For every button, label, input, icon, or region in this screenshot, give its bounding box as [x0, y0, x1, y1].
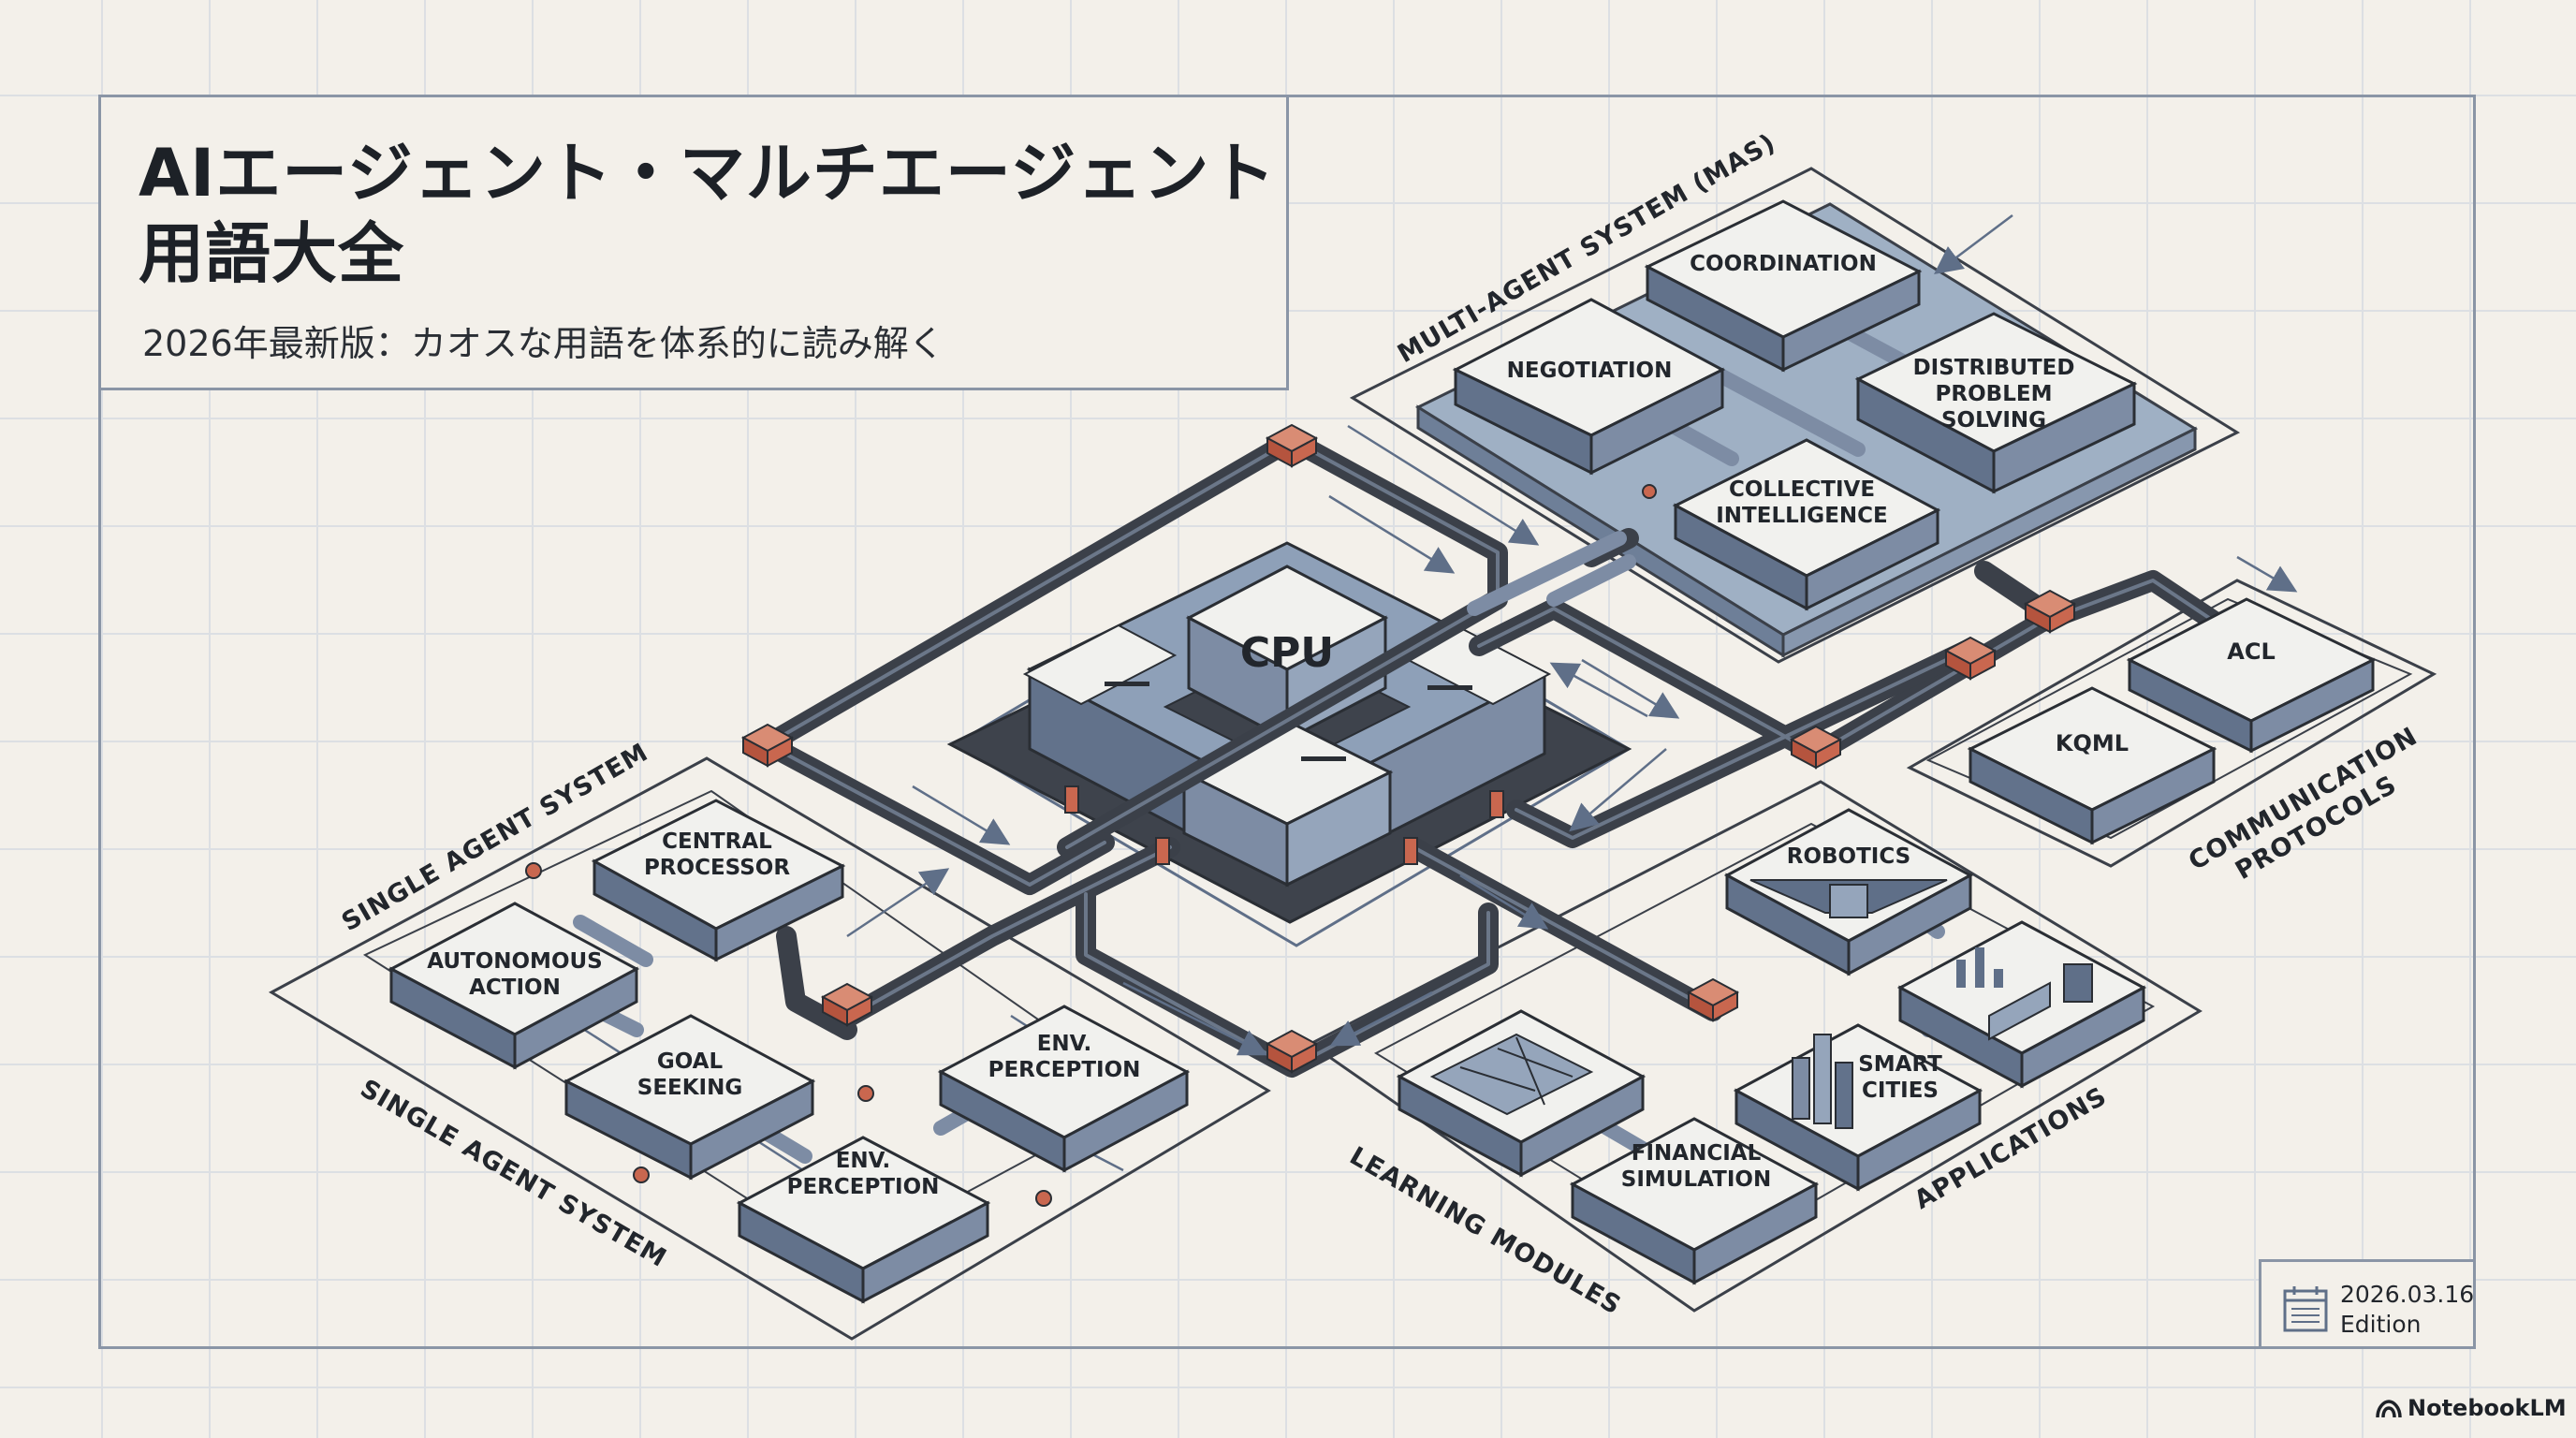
acl-label: ACL [2227, 638, 2275, 665]
module-env-perception-bottom: ENV. PERCEPTION [736, 1136, 991, 1304]
smart-label-2: CITIES [1862, 1078, 1939, 1103]
central-label-2: PROCESSOR [644, 856, 790, 880]
distributed-label-3: SOLVING [1941, 408, 2046, 433]
kqml-label: KQML [2056, 730, 2129, 756]
negotiation-label: NEGOTIATION [1507, 359, 1673, 383]
env-right-label-1: ENV. [1037, 1032, 1092, 1056]
module-goal-seeking: GOAL SEEKING [563, 1014, 816, 1181]
module-central-processor: CENTRAL PROCESSOR [591, 799, 846, 962]
page-subtitle: 2026年最新版：カオスな用語を体系的に読み解く [142, 323, 944, 364]
plane-communication [1906, 579, 2437, 868]
brand-name: NotebookLM [2408, 1395, 2567, 1421]
module-env-perception-right: ENV. PERCEPTION [937, 1005, 1191, 1173]
distributed-label-2: PROBLEM [1936, 382, 2053, 406]
module-learning-map [1396, 1009, 1647, 1178]
distributed-label-1: DISTRIBUTED [1913, 356, 2075, 380]
collective-label-2: INTELLIGENCE [1716, 504, 1888, 528]
module-distributed-problem-solving: DISTRIBUTED PROBLEM SOLVING [1854, 312, 2138, 494]
edition-badge: 2026.03.16 Edition [2259, 1259, 2476, 1349]
module-smart-cities: SMART CITIES [1733, 1023, 1983, 1192]
autonomous-label-2: ACTION [469, 976, 561, 1000]
title-line-2: 用語大全 [139, 215, 404, 292]
module-robotics: ROBOTICS [1723, 808, 1974, 976]
goal-label-1: GOAL [657, 1049, 724, 1074]
title-box: AIエージェント・マルチエージェント 用語大全 2026年最新版：カオスな用語を… [98, 95, 1289, 390]
cpu-label: CPU [1240, 629, 1334, 677]
smart-label-1: SMART [1858, 1052, 1942, 1077]
page-title: AIエージェント・マルチエージェント 用語大全 [139, 133, 1276, 294]
autonomous-label-1: AUTONOMOUS [427, 949, 603, 974]
coordination-label: COORDINATION [1690, 252, 1877, 276]
collective-label-1: COLLECTIVE [1729, 477, 1875, 502]
env-right-label-2: PERCEPTION [988, 1058, 1141, 1082]
module-collective-intelligence: COLLECTIVE INTELLIGENCE [1672, 438, 1941, 611]
module-kqml: KQML [1967, 686, 2217, 845]
robotics-label: ROBOTICS [1787, 844, 1910, 869]
module-financial-simulation: FINANCIAL SIMULATION [1569, 1117, 1820, 1285]
module-data-visual [1896, 920, 2147, 1089]
goal-label-2: SEEKING [637, 1076, 743, 1100]
module-autonomous-action: AUTONOMOUS ACTION [388, 902, 640, 1070]
notebooklm-icon [2376, 1400, 2402, 1418]
central-label-1: CENTRAL [662, 829, 772, 854]
module-negotiation: NEGOTIATION [1452, 298, 1726, 476]
edition-date: 2026.03.16 [2340, 1281, 2475, 1308]
module-coordination: COORDINATION [1644, 199, 1923, 373]
central-core: CPU [946, 541, 1632, 947]
module-acl: ACL [2126, 597, 2377, 754]
env-bottom-label-2: PERCEPTION [787, 1175, 940, 1199]
plane-label-learning: LEARNING MODULES [1345, 1141, 1627, 1321]
financial-label-1: FINANCIAL [1632, 1141, 1762, 1166]
edition-label: Edition [2340, 1311, 2422, 1338]
connector-nodes [525, 423, 2077, 1207]
title-line-1: AIエージェント・マルチエージェント [139, 135, 1277, 212]
env-bottom-label-1: ENV. [836, 1149, 891, 1173]
financial-label-2: SIMULATION [1621, 1167, 1771, 1192]
plane-label-single-top: SINGLE AGENT SYSTEM [337, 738, 653, 937]
calendar-icon [2283, 1286, 2328, 1332]
